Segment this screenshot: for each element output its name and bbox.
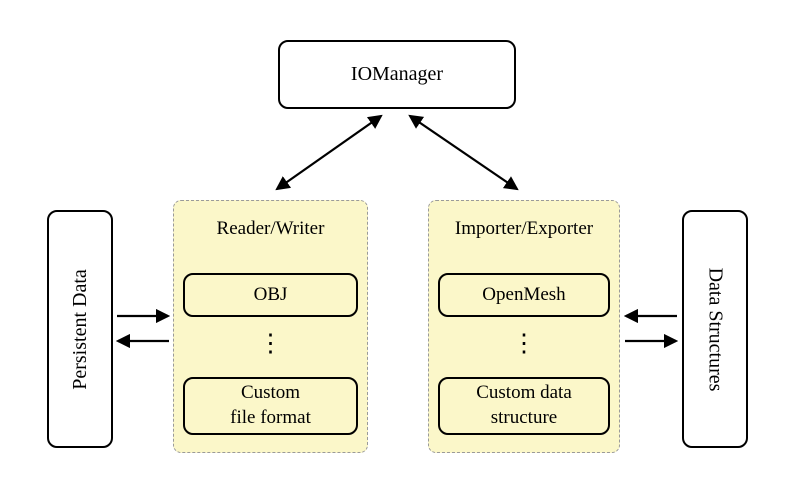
arrow-iomanager-importerexporter xyxy=(408,114,519,191)
node-persistent-data-label: Persistent Data xyxy=(68,268,91,390)
group-reader-writer-title: Reader/Writer xyxy=(216,218,325,239)
node-persistent-data: Persistent Data xyxy=(47,210,113,448)
group-reader-writer: Reader/Writer OBJ ⋮ Custom file format xyxy=(173,200,368,453)
node-io-manager-label: IOManager xyxy=(350,63,444,85)
node-io-manager: IOManager xyxy=(278,40,516,109)
ellipsis-importer-exporter: ⋮ xyxy=(511,329,537,357)
node-custom-file-format: Custom file format xyxy=(183,377,358,435)
group-importer-exporter: Importer/Exporter OpenMesh ⋮ Custom data… xyxy=(428,200,620,453)
node-custom-file-format-line2: file format xyxy=(230,407,311,428)
ellipsis-reader-writer: ⋮ xyxy=(258,329,283,357)
node-custom-file-format-line1: Custom xyxy=(240,382,301,404)
node-data-structures: Data Structures xyxy=(682,210,748,448)
node-obj: OBJ xyxy=(183,273,358,317)
node-custom-data-structure-line2: structure xyxy=(490,407,558,428)
node-data-structures-label: Data Structures xyxy=(704,267,727,391)
group-importer-exporter-title: Importer/Exporter xyxy=(454,218,594,239)
node-obj-label: OBJ xyxy=(253,283,288,305)
arrow-iomanager-readerwriter xyxy=(275,114,383,191)
node-custom-data-structure: Custom data structure xyxy=(438,377,610,435)
node-custom-data-structure-line1: Custom data xyxy=(476,382,572,404)
node-openmesh: OpenMesh xyxy=(438,273,610,317)
node-openmesh-label: OpenMesh xyxy=(482,283,566,305)
